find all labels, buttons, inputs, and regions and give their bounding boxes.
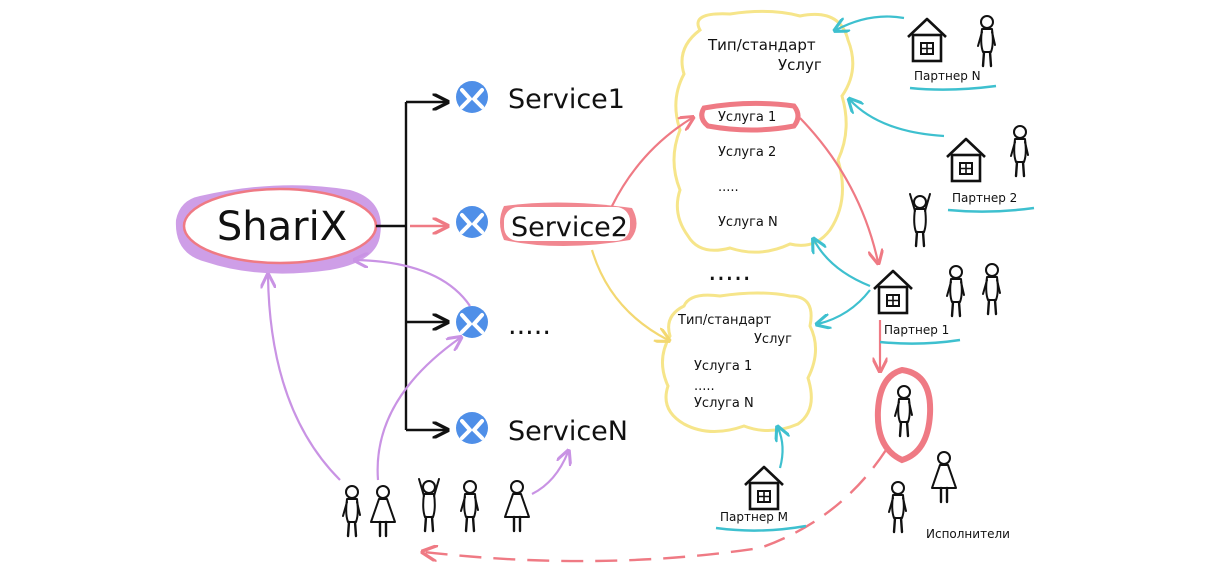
customer-1-icon: [341, 484, 362, 538]
service-to-sharix-arrow: [356, 260, 471, 307]
catalog-top-item-3: .....: [718, 180, 739, 195]
partner1-to-catalog-top-arrow: [814, 240, 871, 288]
catalog-top-title-1: Тип/стандарт: [707, 36, 816, 54]
partnerM-to-catalog-bottom-arrow: [778, 428, 783, 469]
sharix-label: ShariX: [217, 204, 347, 250]
customer-5-icon: [503, 479, 531, 533]
customer-2-icon: [369, 484, 397, 538]
partner2-to-catalog-top-arrow: [850, 100, 945, 138]
catalog-top-item-2[interactable]: Услуга 2: [718, 145, 776, 160]
partnerN-to-catalog-top-arrow: [836, 15, 905, 31]
serviceN-label[interactable]: ServiceN: [508, 416, 628, 447]
partner1-house-icon: [872, 269, 914, 315]
customer-3-icon: [417, 477, 441, 533]
partnerN-label[interactable]: Партнер N: [914, 69, 981, 83]
serviceN-icon[interactable]: [454, 410, 490, 446]
partner1-person-icon: [945, 264, 966, 318]
item1-to-partner1-arrow: [799, 117, 878, 262]
partner2-label[interactable]: Партнер 2: [952, 191, 1017, 205]
partner2-extra-person-icon: [908, 192, 932, 248]
partner2-house-icon: [945, 137, 987, 183]
customer-4-icon: [459, 479, 480, 533]
catalog-bottom-cloud: [661, 291, 817, 433]
customer-to-sharix-arrow-1: [268, 276, 341, 481]
customer-to-service-arrow-2: [376, 338, 460, 481]
catalog-bottom-item-1[interactable]: Услуга 1: [694, 359, 752, 374]
partnerM-underline: [715, 524, 807, 532]
partner1-label[interactable]: Партнер 1: [884, 323, 949, 337]
partner1-person2-icon: [981, 262, 1002, 316]
partner1-underline: [879, 338, 961, 345]
service2-icon[interactable]: [454, 204, 490, 240]
partner1-to-catalog-bottom-arrow: [818, 289, 871, 324]
service2-box[interactable]: [504, 207, 630, 241]
customer-to-serviceN-arrow: [531, 452, 568, 495]
partner2-underline: [947, 206, 1035, 213]
services-ellipsis: .....: [508, 310, 551, 341]
catalog-top-item1-highlight: [699, 100, 801, 133]
service-more-icon[interactable]: [454, 304, 490, 340]
catalog-top-title-2: Услуг: [778, 56, 822, 74]
catalog-top-item-4[interactable]: Услуга N: [718, 215, 778, 230]
service1-label[interactable]: Service1: [508, 84, 625, 115]
service2-to-catalog-bottom-arrow: [590, 249, 668, 340]
service2-label[interactable]: Service2: [511, 212, 628, 243]
catalog-top-item-1[interactable]: Услуга 1: [718, 110, 776, 125]
executor-person3-icon: [887, 480, 908, 534]
partner2-person-icon: [1009, 124, 1030, 178]
partnerM-label[interactable]: Партнер M: [720, 510, 788, 524]
catalog-bottom-item-3[interactable]: Услуга N: [694, 396, 754, 411]
partnerN-person-icon: [976, 14, 997, 68]
executor-to-customers-arrow: [424, 449, 888, 563]
catalog-bottom-title-1: Тип/стандарт: [677, 313, 772, 328]
catalogs-ellipsis: .....: [708, 256, 751, 287]
partnerN-house-icon: [906, 17, 948, 63]
executor-person2-icon: [930, 450, 958, 504]
partnerM-house-icon: [743, 465, 785, 511]
service2-to-item1-arrow: [611, 118, 692, 207]
catalog-bottom-title-2: Услуг: [754, 332, 792, 347]
service1-icon[interactable]: [454, 79, 490, 115]
partnerN-underline: [909, 84, 997, 91]
catalog-bottom-item-2: .....: [694, 379, 715, 394]
executors-label: Исполнители: [926, 527, 1010, 541]
